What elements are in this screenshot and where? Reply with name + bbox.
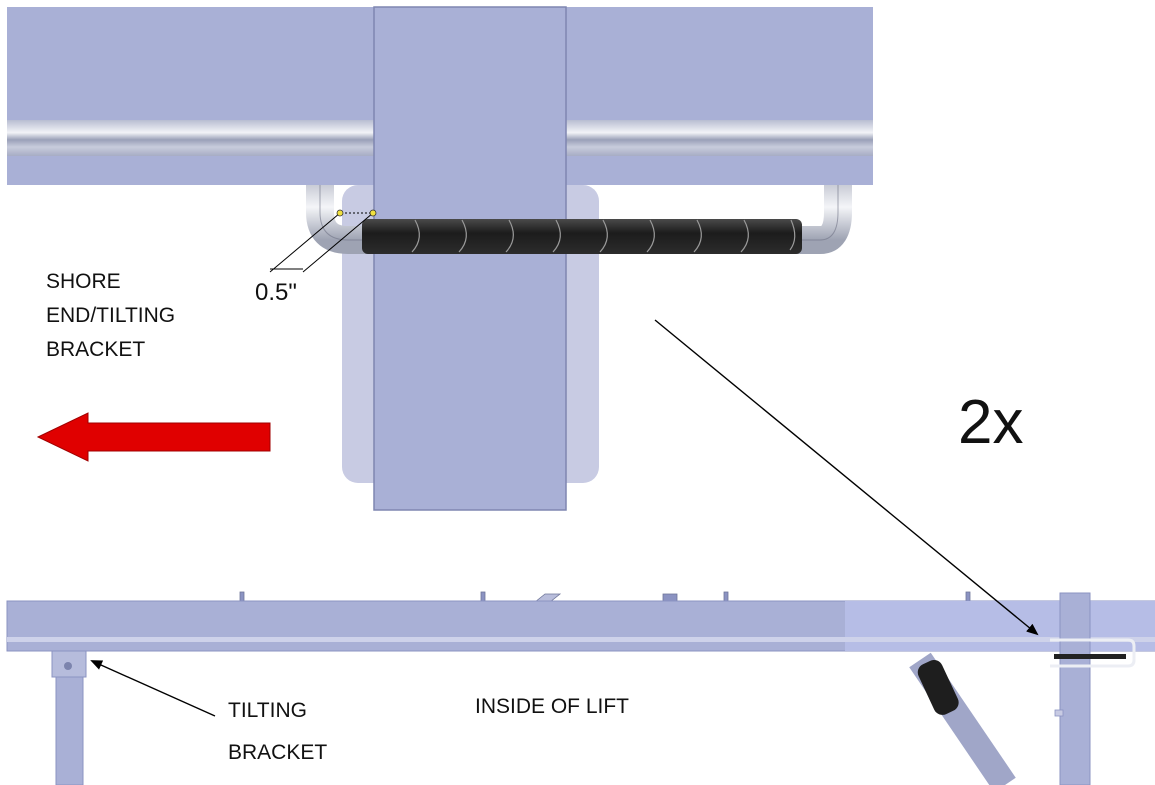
pointer-to-tilting-bracket bbox=[90, 660, 216, 717]
rail-right bbox=[565, 120, 873, 156]
top-beam-right bbox=[565, 7, 873, 185]
shore-label-line2: END/TILTING bbox=[46, 304, 176, 327]
right-post bbox=[1059, 592, 1091, 785]
quantity-label: 2x bbox=[958, 388, 1024, 457]
dimension-point-right bbox=[369, 209, 377, 217]
tilting-label-line2: BRACKET bbox=[228, 741, 328, 764]
u-bolt-small bbox=[1050, 638, 1136, 668]
tilting-bracket-label: TILTING BRACKET bbox=[228, 690, 327, 774]
dimension-label: 0.5" bbox=[255, 279, 297, 306]
shore-label-line1: SHORE bbox=[46, 270, 121, 293]
crank-handle bbox=[917, 659, 959, 715]
pointer-to-ubolt bbox=[654, 319, 1039, 636]
detail-view bbox=[7, 6, 873, 511]
dimension-callout bbox=[269, 212, 374, 273]
shore-end-label: SHORE END/TILTING BRACKET bbox=[46, 265, 175, 367]
vertical-post bbox=[373, 6, 567, 511]
top-beam-left bbox=[7, 7, 375, 185]
dimension-point-left bbox=[336, 209, 344, 217]
lift-overview bbox=[6, 591, 1155, 785]
direction-arrow bbox=[36, 412, 271, 462]
inside-of-lift-label: INSIDE OF LIFT bbox=[475, 695, 630, 718]
rail-left bbox=[7, 120, 375, 156]
shore-label-line3: BRACKET bbox=[46, 338, 146, 361]
tilting-label-line1: TILTING bbox=[228, 699, 307, 722]
spiral-wrap-lines bbox=[411, 219, 796, 253]
spiral-wrap bbox=[362, 219, 802, 254]
